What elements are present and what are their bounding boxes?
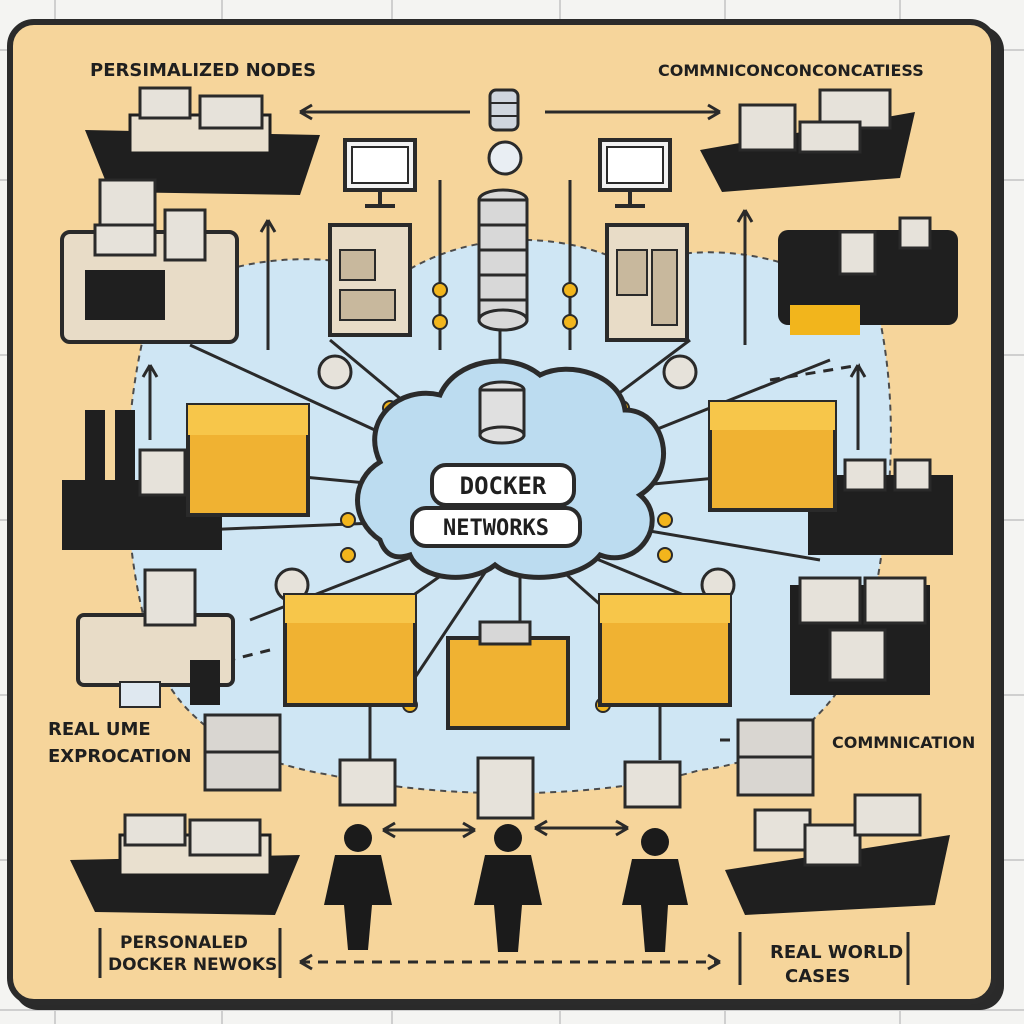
person-icon-1: [324, 824, 392, 950]
container-crate-4: [598, 593, 732, 707]
title-pill-2: [410, 506, 582, 548]
bottom-right-bracket: [738, 932, 910, 985]
ship-bottom-left: [70, 813, 300, 915]
server-tower-right: [605, 223, 689, 342]
ship-top-left: [85, 86, 320, 195]
ship-top-right: [700, 88, 915, 192]
machine-right-1: [778, 216, 958, 335]
center-title-line1: DOCKER: [460, 472, 547, 500]
database-icon: [488, 88, 520, 132]
machine-right-2: [808, 458, 953, 555]
person-icon-3: [622, 828, 688, 952]
cube-stack-right: [790, 576, 930, 695]
container-crate-3: [283, 593, 417, 707]
top-arrows: [141, 103, 867, 450]
envelope-icon-left: [338, 758, 397, 807]
monitor-icon-left: [343, 138, 417, 208]
person-icon-2: [474, 824, 542, 952]
ship-bottom-right: [725, 793, 950, 915]
machine-left-3: [76, 568, 235, 708]
container-crate-2: [708, 400, 837, 512]
small-box-right: [736, 718, 815, 797]
monitor-icon-right: [598, 138, 672, 208]
people-arrows: [299, 819, 721, 971]
database-cloud-icon: [478, 380, 526, 445]
label-bottom-left-1: PERSONALED: [120, 933, 248, 953]
label-top-left: PERSIMALIZED NODES: [90, 60, 316, 81]
disc-icon: [487, 140, 523, 176]
label-mid-right: COMMNICATION: [832, 733, 975, 752]
label-bottom-right-2: CASES: [785, 966, 850, 987]
server-stack-icon: [477, 188, 529, 332]
container-crate-5: [446, 620, 570, 730]
machine-left-1: [60, 178, 239, 344]
title-pill-1: [430, 463, 576, 507]
server-tower-left: [328, 223, 412, 337]
bottom-left-bracket: [98, 928, 282, 978]
label-top-right: COMMNICONCONCONCATIESS: [658, 61, 924, 80]
label-mid-left-2: EXPROCATION: [48, 746, 192, 767]
label-bottom-left-2: DOCKER NEWOKS: [108, 955, 277, 975]
center-title-line2: NETWORKS: [443, 516, 549, 541]
label-bottom-right-1: REAL WORLD: [770, 942, 903, 963]
label-mid-left-1: REAL UME: [48, 719, 151, 740]
container-crate-1: [186, 403, 310, 517]
package-icon-center: [476, 756, 535, 820]
user-badge-icons: [274, 354, 736, 603]
envelope-icon-right: [623, 760, 682, 809]
small-box-left: [203, 713, 282, 792]
